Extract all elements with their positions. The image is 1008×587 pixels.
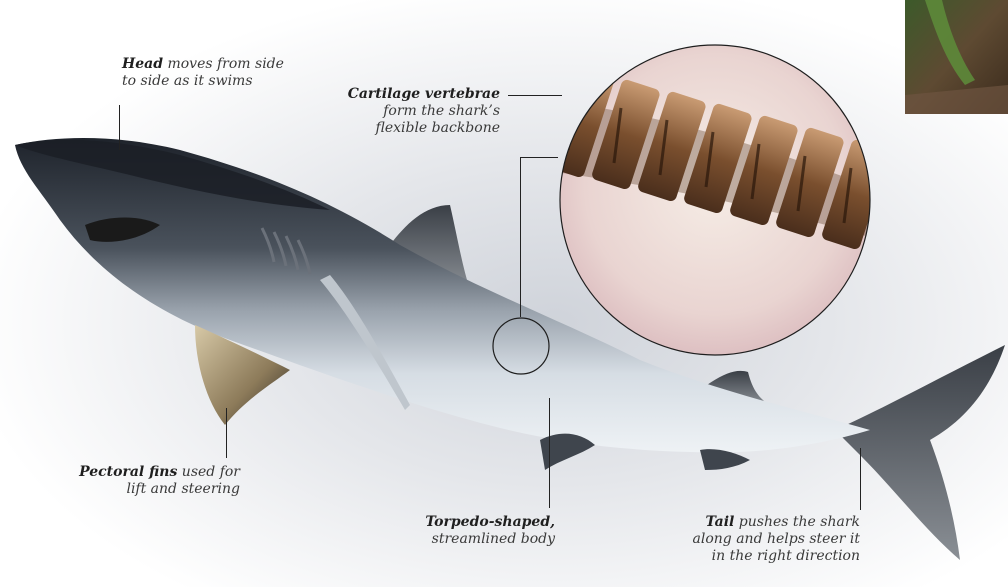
vertebrae-text-3: flexible backbone [376,120,501,136]
pectoral-caption: Pectoral fins used for lift and steering [40,464,240,498]
vertebrae-caption: Cartilage vertebrae form the shark’s fle… [310,86,500,137]
pectoral-leader-line [226,408,227,458]
tail-term: Tail [706,514,735,530]
body-leader-line [549,398,550,508]
tail-leader-line [860,448,861,510]
forest-photo-icon [905,0,1008,114]
head-text-1: moves from side [167,56,283,72]
tail-text-3: in the right direction [712,548,860,564]
pectoral-term: Pectoral fins [79,464,177,480]
tail-text-1: pushes the shark [739,514,860,530]
vertebrae-text-2: form the shark’s [383,103,500,119]
pectoral-text-1: used for [182,464,240,480]
magnifier-circle-icon [540,45,891,355]
vertebrae-term: Cartilage vertebrae [348,86,500,102]
target-leader-h [520,157,558,158]
head-caption: Head moves from side to side as it swims [122,56,322,90]
body-text-2: streamlined body [432,531,555,547]
head-text-2: to side as it swims [122,73,253,89]
tail-text-2: along and helps steer it [693,531,860,547]
body-caption: Torpedo-shaped, streamlined body [355,514,555,548]
head-term: Head [122,56,163,72]
target-leader-v [520,157,521,317]
vertebrae-leader-line [508,95,562,96]
pectoral-text-2: lift and steering [126,481,240,497]
head-leader-line [119,105,120,150]
body-term: Torpedo-shaped, [425,514,555,530]
tail-caption: Tail pushes the shark along and helps st… [630,514,860,565]
